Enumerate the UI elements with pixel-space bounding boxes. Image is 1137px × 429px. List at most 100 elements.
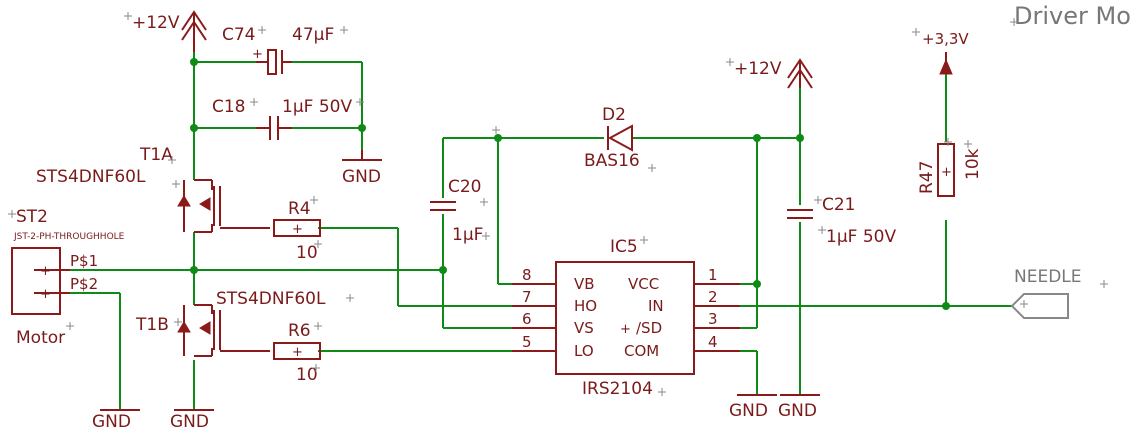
pin-number: 7 [522, 288, 532, 306]
component-value: 1µF 50V [282, 97, 352, 117]
junction-dot [190, 266, 198, 274]
component-value: 10 [296, 243, 318, 263]
junctions [190, 58, 950, 310]
gnd-c18: GND [342, 150, 382, 187]
pin-number: 8 [522, 266, 532, 284]
pin-number: 2 [708, 288, 718, 306]
ic-ic5: 8 7 6 5 VB HO VS LO 1 2 3 4 VCC IN + /SD… [512, 237, 740, 399]
pin-name: VCC [628, 275, 659, 293]
diode-icon [607, 124, 633, 152]
resistor-r6: + R6 10 [273, 321, 321, 385]
component-value: 1µF 50V [826, 227, 896, 247]
supply-12v-left: +12V [132, 10, 207, 52]
supply-label: +12V [734, 59, 782, 79]
component-ref: C21 [822, 195, 856, 215]
component-value: STS4DNF60L [216, 289, 326, 309]
supply-label: +12V [132, 13, 180, 33]
svg-text:+: + [292, 222, 303, 237]
junction-dot [796, 134, 804, 142]
pin-name: IN [648, 297, 664, 315]
gnd-c21: GND [778, 394, 820, 421]
pin-label: P$1 [70, 252, 98, 270]
pin-name: COM [624, 342, 659, 360]
capacitor-c21: C21 1µF 50V [787, 195, 896, 247]
mosfet-icon [177, 321, 191, 333]
component-ref: C20 [448, 177, 482, 197]
component-ref: R6 [288, 321, 311, 341]
connector-st2: + + ST2 JST-2-PH-THROUGHHOLE Motor P$1 P… [11, 207, 125, 348]
pin-name: /SD [636, 319, 662, 337]
gnd-motor: GND [92, 409, 140, 429]
pin-name: HO [574, 297, 597, 315]
gnd-label: GND [729, 401, 768, 421]
supply-12v-right: +12V [734, 58, 813, 89]
net-label-needle: NEEDLE [1010, 267, 1082, 319]
net-flag-icon [1010, 293, 1069, 319]
pin-name: VS [574, 319, 594, 337]
gnd-com: GND [729, 394, 777, 421]
junction-dot [190, 58, 198, 66]
resistor-icon [273, 342, 321, 360]
pin-label: P$2 [70, 275, 98, 293]
capacitor-c18: C18 1µF 50V [212, 97, 352, 140]
pin-number: 3 [708, 310, 718, 328]
junction-dot [942, 302, 950, 310]
component-value: IRS2104 [582, 379, 653, 399]
component-ref: C74 [222, 25, 256, 45]
component-ref: T1A [139, 145, 173, 165]
component-ref: D2 [602, 105, 626, 125]
component-package: JST-2-PH-THROUGHHOLE [13, 232, 125, 242]
pin-number: 1 [708, 266, 718, 284]
gnd-t1b: GND [170, 409, 214, 429]
component-name: Motor [16, 328, 65, 348]
sheet-title: Driver Mo [1014, 2, 1131, 30]
resistor-icon [273, 219, 321, 237]
svg-text:+: + [941, 165, 952, 180]
polarized-capacitor-icon [267, 49, 277, 75]
pin-number: 6 [522, 310, 532, 328]
pin-number: 4 [708, 333, 718, 351]
component-value: 47µF [292, 25, 334, 45]
capacitor-c74: + C74 47µF [222, 25, 334, 75]
junction-dot [190, 124, 198, 132]
ic-body [555, 261, 695, 375]
svg-text:+: + [252, 47, 263, 62]
diode-d2: D2 BAS16 [584, 105, 640, 171]
resistor-icon [937, 143, 955, 197]
component-value: STS4DNF60L [36, 167, 146, 187]
junction-dot [753, 134, 761, 142]
supply-3v3: +3,3V [922, 30, 969, 75]
junction-dot [753, 280, 761, 288]
transistor-t1a: T1A STS4DNF60L [36, 145, 270, 233]
component-ref: ST2 [16, 207, 48, 227]
pin-number: 5 [522, 333, 532, 351]
component-ref: R47 [917, 161, 937, 194]
svg-text:+: + [292, 345, 303, 360]
supply-label: +3,3V [922, 30, 969, 48]
net-name: NEEDLE [1014, 267, 1082, 287]
mosfet-icon [177, 195, 191, 207]
connector-icon [11, 247, 61, 315]
gnd-label: GND [342, 167, 381, 187]
component-value: 1µF [452, 225, 483, 245]
transistor-t1b: T1B STS4DNF60L [135, 289, 326, 357]
gnd-label: GND [778, 401, 817, 421]
resistor-r47: + R47 10k [917, 143, 983, 197]
capacitor-c20: C20 1µF [430, 177, 483, 245]
component-ref: IC5 [610, 237, 638, 257]
junction-dot [494, 134, 502, 142]
component-ref: T1B [135, 315, 169, 335]
origin-markers [8, 12, 1108, 396]
junction-dot [358, 124, 366, 132]
gnd-label: GND [170, 412, 209, 429]
component-ref: C18 [212, 97, 246, 117]
junction-dot [439, 266, 447, 274]
svg-text:+: + [40, 264, 51, 279]
pin-name: VB [574, 275, 595, 293]
pin-name: LO [574, 342, 594, 360]
component-value: 10k [963, 148, 983, 180]
component-ref: R4 [288, 199, 311, 219]
svg-text:+: + [620, 322, 631, 337]
